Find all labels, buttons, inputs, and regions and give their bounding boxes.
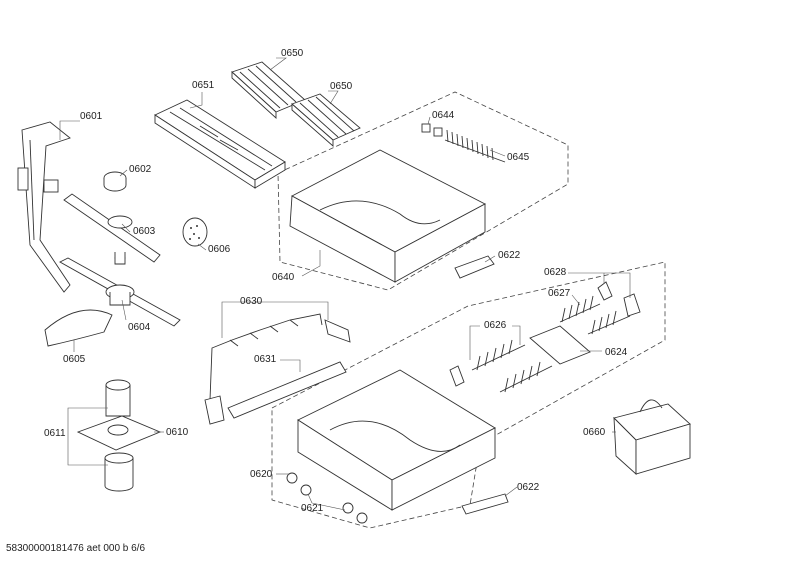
leader-lines xyxy=(59,57,631,511)
spray-pipe-part[interactable] xyxy=(17,121,71,293)
label-0640: 0640 xyxy=(272,272,295,283)
basket-handle-lower-part[interactable] xyxy=(461,493,509,515)
label-0621: 0621 xyxy=(301,503,324,514)
label-0626: 0626 xyxy=(484,320,507,331)
label-0651: 0651 xyxy=(192,80,215,91)
tine-rows-part[interactable] xyxy=(559,295,631,335)
rack-rail-lower-part[interactable] xyxy=(291,93,361,147)
label-0644: 0644 xyxy=(432,110,455,121)
label-0645: 0645 xyxy=(507,152,530,163)
label-0620: 0620 xyxy=(250,469,273,480)
label-0606: 0606 xyxy=(208,244,231,255)
filter-disc-part[interactable] xyxy=(182,217,208,247)
rack-rail-upper-part[interactable] xyxy=(231,61,306,120)
cutlery-tray-part[interactable] xyxy=(154,99,286,189)
label-0631: 0631 xyxy=(254,354,277,365)
spray-arm-cover-part[interactable] xyxy=(44,309,113,347)
lower-basket-group-outline xyxy=(271,261,666,529)
basket-wheels-part[interactable] xyxy=(286,472,368,524)
label-0628: 0628 xyxy=(544,267,567,278)
label-0604: 0604 xyxy=(128,322,151,333)
upper-basket-part[interactable] xyxy=(289,149,486,283)
label-0624: 0624 xyxy=(605,347,628,358)
label-0601: 0601 xyxy=(80,111,103,122)
label-0622-upper: 0622 xyxy=(498,250,521,261)
cutlery-basket-part[interactable] xyxy=(613,399,691,476)
filter-plate-part[interactable] xyxy=(76,379,162,451)
spray-arm-nut-part[interactable] xyxy=(103,171,127,192)
label-0622-lower: 0622 xyxy=(517,482,540,493)
label-0630: 0630 xyxy=(240,296,263,307)
label-0603: 0603 xyxy=(133,226,156,237)
upper-basket-group-outline xyxy=(277,91,569,291)
label-0610: 0610 xyxy=(166,427,189,438)
fine-filter-part[interactable] xyxy=(104,452,134,492)
clip-part[interactable] xyxy=(421,123,443,137)
rack-holder-parts[interactable] xyxy=(597,281,641,317)
fold-down-rack-part[interactable] xyxy=(444,129,506,163)
wire-holder-part[interactable] xyxy=(204,313,351,425)
label-0605: 0605 xyxy=(63,354,86,365)
label-0602: 0602 xyxy=(129,164,152,175)
document-footer: 58300000181476 aet 000 b 6/6 xyxy=(6,543,146,554)
basket-handle-upper-part[interactable] xyxy=(454,255,495,279)
lower-basket-part[interactable] xyxy=(297,369,496,511)
label-0650-top: 0650 xyxy=(281,48,304,59)
fold-tine-part[interactable] xyxy=(449,339,553,393)
label-0611: 0611 xyxy=(44,428,66,439)
upper-spray-arm-part[interactable] xyxy=(63,193,161,265)
cup-rack-part[interactable] xyxy=(227,361,347,419)
label-0650-bottom: 0650 xyxy=(330,81,353,92)
lower-spray-arm-part[interactable] xyxy=(59,257,181,327)
label-0627: 0627 xyxy=(548,288,571,299)
label-0660: 0660 xyxy=(583,427,606,438)
part-labels: 0650 0651 0650 0601 0602 0603 0606 0604 … xyxy=(44,48,628,514)
guide-rail-part[interactable] xyxy=(529,325,591,365)
